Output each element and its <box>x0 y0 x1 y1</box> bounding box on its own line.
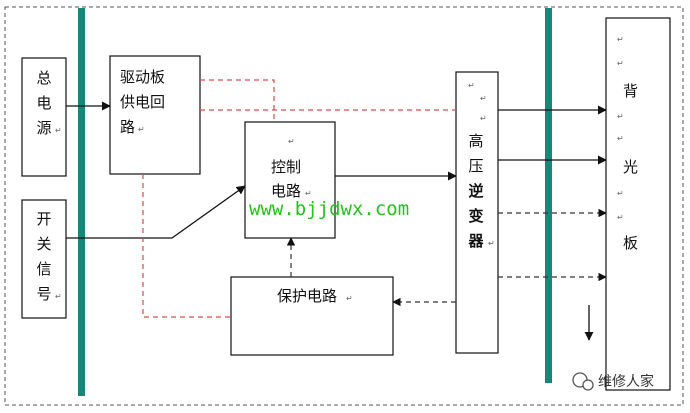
backlight-line-0: 背 <box>623 82 638 100</box>
switch-signal-block: 开 关 信 号 ↵ <box>21 199 67 319</box>
protect-label: 保护电路 <box>277 287 337 305</box>
return-mark: ↵ <box>617 59 624 68</box>
return-mark: ↵ <box>138 125 145 134</box>
return-mark: ↵ <box>617 35 624 44</box>
left-board-bar <box>78 8 85 396</box>
power-line-0: 总 <box>36 69 51 87</box>
return-mark: ↵ <box>480 114 487 123</box>
return-mark: ↵ <box>55 126 62 135</box>
wechat-logo: 维修人家 <box>572 372 654 391</box>
power-line-1: 电 <box>36 94 51 112</box>
return-mark: ↵ <box>55 292 62 301</box>
switch-line-0: 开 <box>36 210 51 228</box>
inverter-line-4: 器 <box>467 232 484 250</box>
switch-line-3: 号 <box>36 285 51 303</box>
inverter-block: ↵ ↵ ↵ 高 压 逆 变 器 ↵ <box>455 71 499 354</box>
return-mark: ↵ <box>617 134 624 143</box>
supply-to-control-red <box>200 79 275 122</box>
return-mark: ↵ <box>617 112 624 121</box>
driver-supply-block: 驱动板 供电回 路 ↵ <box>109 55 201 175</box>
inverter-line-2: 逆 <box>468 182 483 200</box>
logo-text: 维修人家 <box>598 373 654 390</box>
switch-line-1: 关 <box>36 235 51 253</box>
return-mark: ↵ <box>468 81 475 90</box>
control-line-1: 电路 <box>271 182 301 200</box>
return-mark: ↵ <box>480 94 487 103</box>
return-mark: ↵ <box>346 294 353 303</box>
protect-block: 保护电路 ↵ <box>230 276 394 356</box>
inverter-line-3: 变 <box>468 207 483 225</box>
backlight-line-1: 光 <box>623 158 638 176</box>
driver-line-1: 供电回 <box>120 93 165 111</box>
backlight-line-2: 板 <box>623 234 638 252</box>
right-board-bar <box>545 8 552 383</box>
driver-line-2: 路 <box>120 118 135 136</box>
backlight-block: ↵ ↵ 背 ↵ ↵ 光 ↵ ↵ 板 <box>605 17 671 391</box>
inverter-line-0: 高 <box>468 132 483 150</box>
power-block: 总 电 源 ↵ <box>21 57 67 177</box>
driver-line-0: 驱动板 <box>120 68 165 86</box>
return-mark: ↵ <box>617 189 624 198</box>
return-mark: ↵ <box>288 137 295 146</box>
outer-frame <box>4 6 684 406</box>
inverter-line-1: 压 <box>468 157 483 175</box>
return-mark: ↵ <box>617 213 624 222</box>
supply-to-protect-red <box>142 174 231 318</box>
watermark-text: www.bjjdwx.com <box>249 198 409 220</box>
control-block: ↵ 控制 电路 ↵ <box>244 121 336 239</box>
power-line-2: 源 <box>36 119 51 137</box>
return-mark: ↵ <box>488 239 495 248</box>
switch-to-control-arrow <box>66 185 246 239</box>
return-mark: ↵ <box>305 189 312 198</box>
switch-line-2: 信 <box>36 260 51 278</box>
control-line-0: 控制 <box>271 158 301 176</box>
